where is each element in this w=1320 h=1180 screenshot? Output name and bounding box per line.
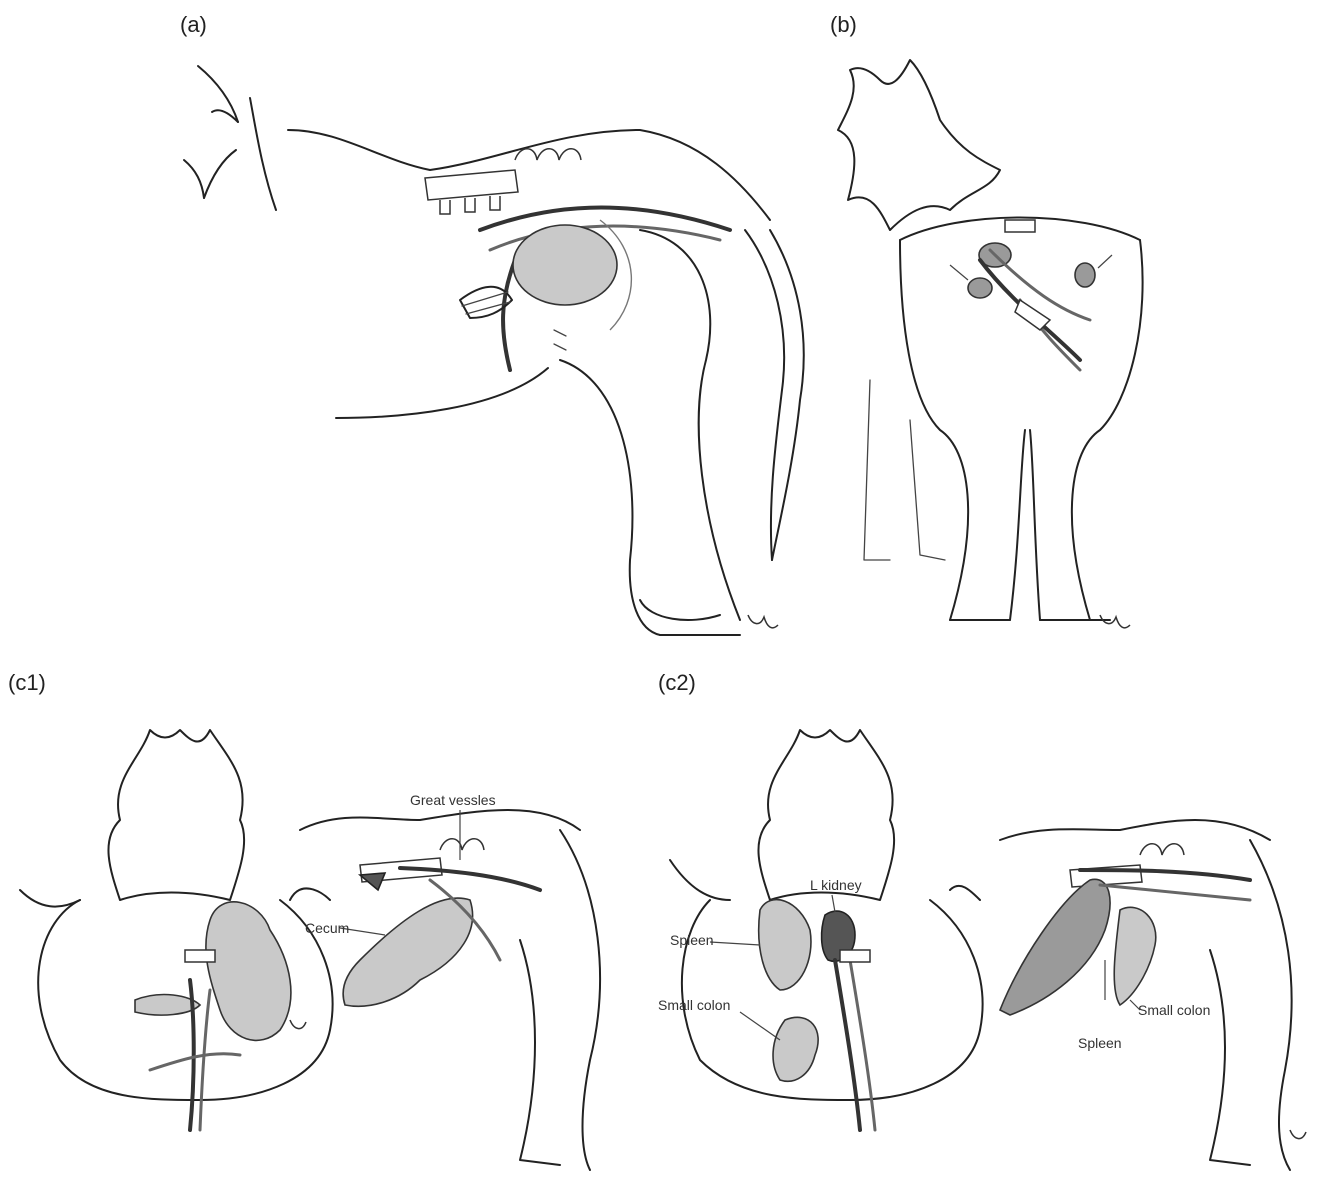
small-colon-right-label: Small colon <box>1138 1002 1210 1018</box>
spleen-right-label: Spleen <box>1078 1035 1122 1051</box>
spleen-left-label: Spleen <box>670 932 714 948</box>
cecum-label: Cecum <box>305 920 349 936</box>
spleen-caudal <box>759 900 811 990</box>
cecum-lateral <box>343 898 472 1006</box>
panel-a: (a) <box>0 0 820 660</box>
artist-signature <box>748 615 778 628</box>
panel-c2: (c2) L kidney Spleen Small colon Small c… <box>650 660 1320 1180</box>
spleen-lateral <box>1000 879 1110 1015</box>
horse-spleen-kidney-views-drawing: L kidney Spleen Small colon Small colon … <box>650 660 1320 1180</box>
small-colon-caudal <box>773 1017 818 1081</box>
small-colon-left-label: Small colon <box>658 997 730 1013</box>
horse-caudal-view-drawing <box>820 0 1320 660</box>
rectal-organ <box>513 225 617 305</box>
lumbar-vertebrae <box>425 149 581 214</box>
horse-cecum-views-drawing: Great vessles Cecum <box>0 660 650 1180</box>
l-kidney-label: L kidney <box>810 877 862 893</box>
panel-c1: (c1) Great vessles Cecum <box>0 660 650 1180</box>
panel-b: (b) <box>820 0 1320 660</box>
cecum-caudal <box>206 902 291 1041</box>
small-colon-lateral <box>1114 907 1156 1005</box>
horse-lateral-view-drawing <box>0 0 820 660</box>
great-vessels-label: Great vessles <box>410 792 496 808</box>
